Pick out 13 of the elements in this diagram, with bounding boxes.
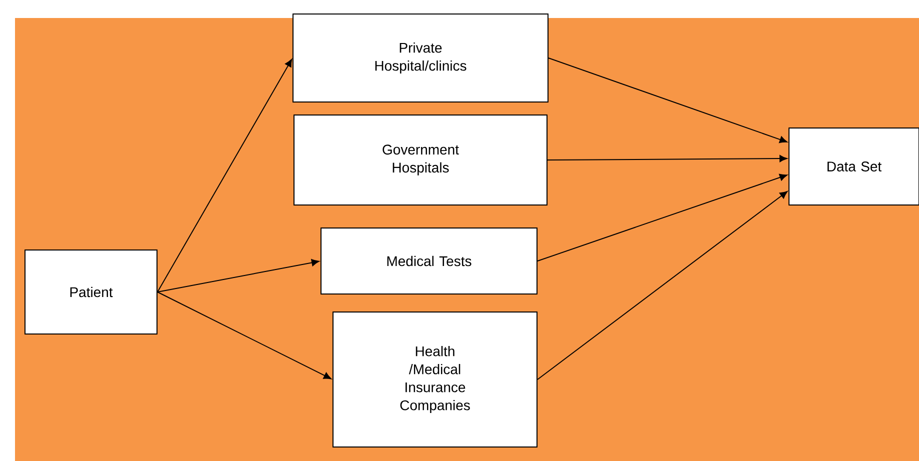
arrow	[548, 58, 788, 144]
arrow	[157, 59, 292, 292]
arrow	[537, 174, 788, 262]
process-box: Private Hospital/clinics	[292, 14, 548, 102]
process-box: Patient	[24, 250, 158, 334]
process-box: Health /Medical Insurance Companies	[332, 312, 538, 448]
arrow	[547, 155, 788, 162]
process-box: Medical Tests	[320, 228, 538, 294]
arrow	[157, 259, 320, 292]
process-box: Data Set	[788, 128, 919, 206]
process-box: Government Hospitals	[294, 114, 548, 206]
arrow	[157, 292, 332, 380]
arrow	[537, 191, 788, 380]
